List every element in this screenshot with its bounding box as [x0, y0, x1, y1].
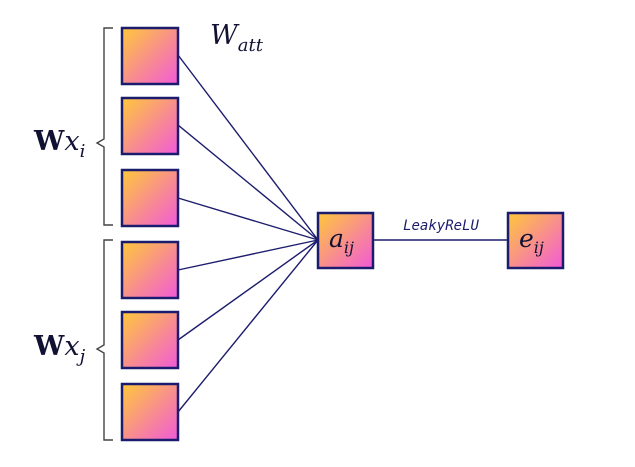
weight-label: Watt [210, 20, 264, 56]
attention-node-label: aij [329, 224, 354, 257]
output-node-label-base: e [519, 224, 534, 253]
group-j-label-var: x [64, 331, 79, 362]
attention-node-label-sub: ij [344, 238, 354, 257]
brace-i [95, 27, 113, 226]
output-node-label-sub: ij [534, 238, 544, 257]
attention-node-label-base: a [329, 224, 344, 253]
group-j-label-sub: j [76, 346, 86, 367]
edge-i2 [177, 124, 319, 241]
group-i-label-sub: i [80, 141, 86, 162]
weight-label-sub: att [238, 35, 264, 56]
weight-label-base: W [210, 20, 240, 51]
edge-j3 [177, 239, 319, 413]
edge-i1 [177, 54, 319, 241]
group-i-label-bold: W [33, 126, 65, 157]
activation-label: LeakyReLU [403, 218, 479, 234]
edge-j2 [177, 239, 319, 341]
input-edges [177, 54, 319, 413]
brace-j [95, 239, 113, 441]
unit-i3 [120, 168, 180, 228]
edge-j1 [177, 239, 319, 271]
edge-i3 [177, 197, 319, 241]
group-j-label: Wxj [33, 331, 86, 367]
group-i-label: Wxi [33, 126, 85, 162]
group-j-label-bold: W [33, 331, 65, 362]
unit-i2 [120, 96, 180, 156]
unit-j1 [120, 240, 180, 300]
unit-i1 [120, 26, 180, 86]
output-node [506, 211, 565, 270]
unit-group-j [120, 240, 180, 442]
unit-j2 [120, 310, 180, 370]
unit-j3 [120, 382, 180, 442]
output-node-label: eij [519, 224, 544, 257]
group-i-label-var: x [64, 126, 79, 157]
unit-group-i [120, 26, 180, 228]
attention-node [316, 211, 375, 270]
